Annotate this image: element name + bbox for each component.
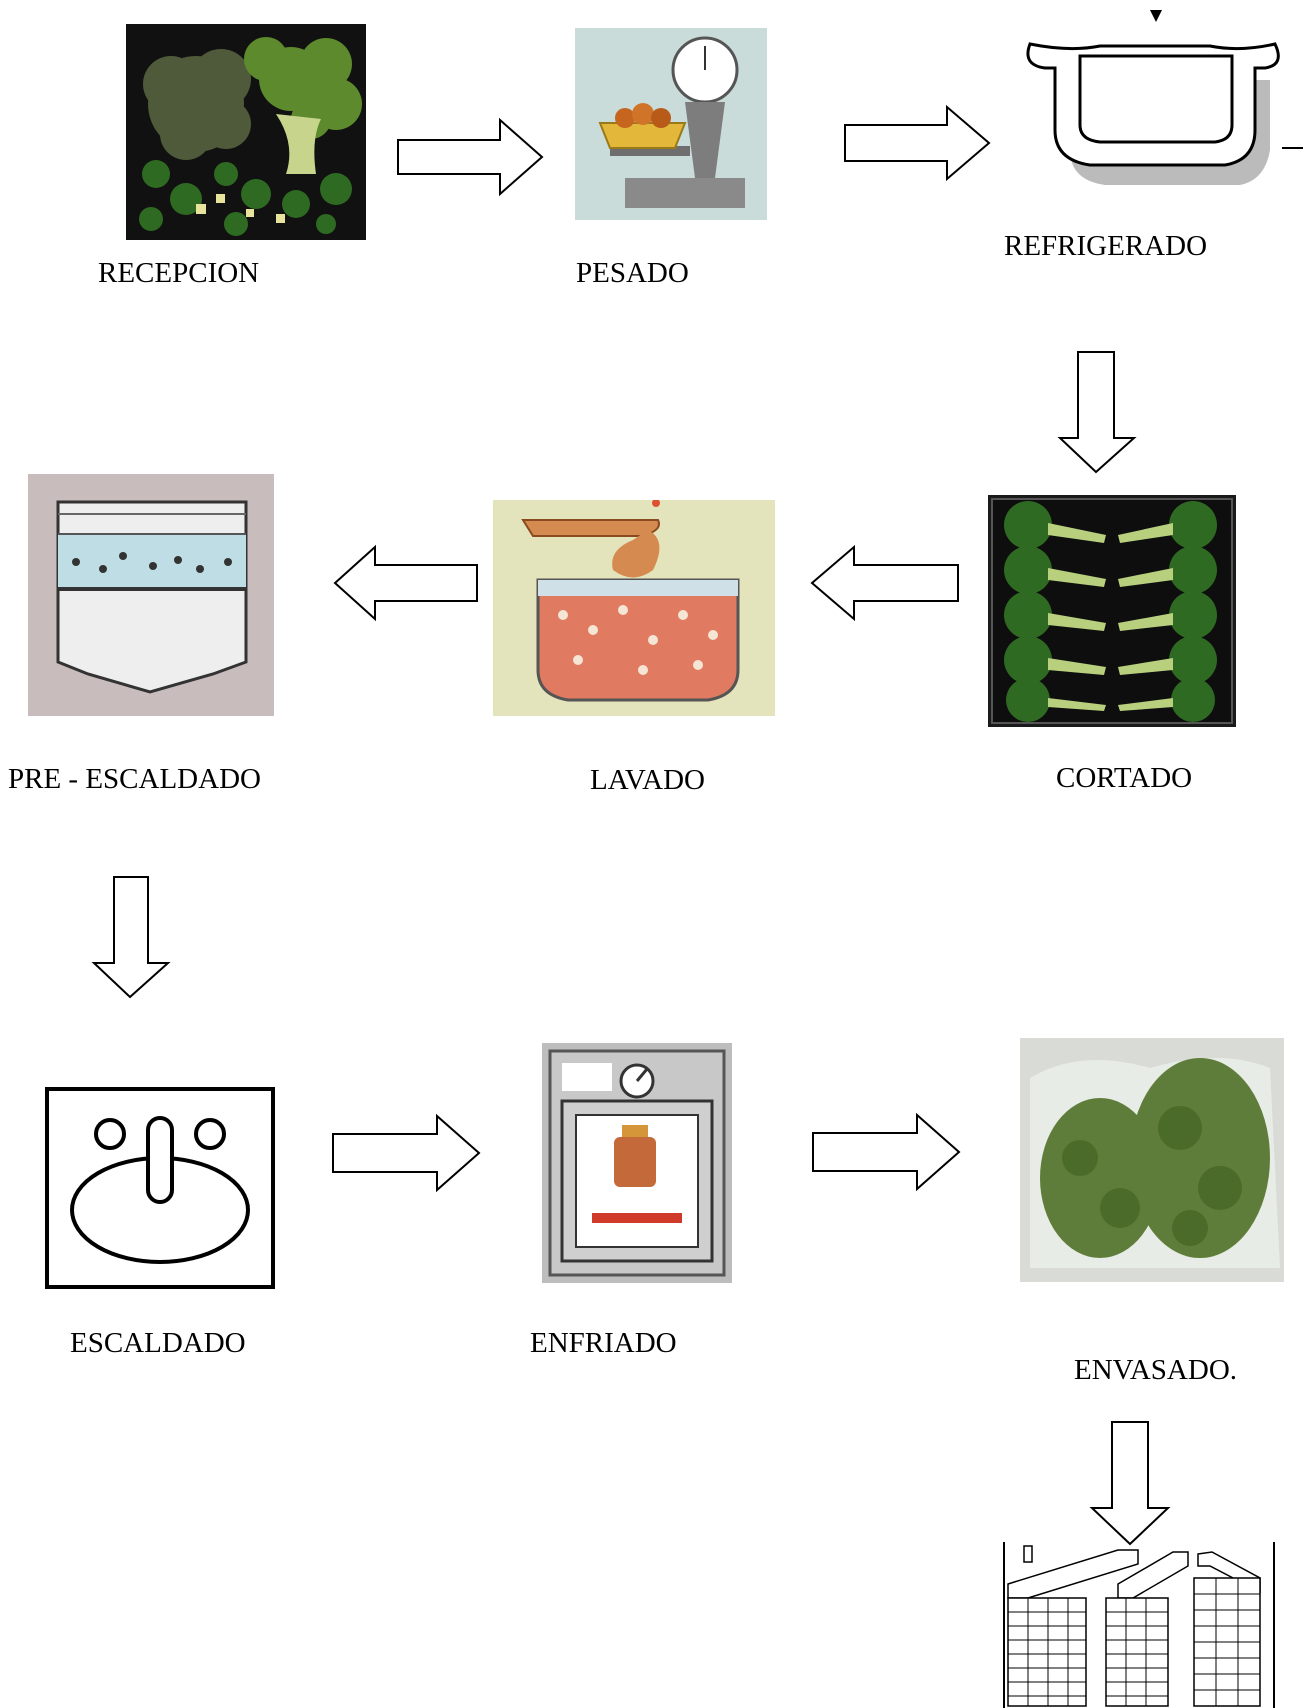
arrow-right-1 xyxy=(396,117,544,197)
arrow-left-2 xyxy=(810,544,960,622)
step-label-pesado: PESADO xyxy=(576,257,689,289)
step-label-enfriado: ENFRIADO xyxy=(530,1327,677,1359)
pre-blanching-tank-icon xyxy=(28,474,274,716)
arrow-down-1 xyxy=(1057,350,1137,474)
step-label-recepcion: RECEPCION xyxy=(98,257,260,289)
bagged-broccoli-photo-icon xyxy=(1020,1038,1284,1282)
cooling-chamber-icon xyxy=(542,1043,732,1283)
weighing-scale-icon xyxy=(575,28,767,220)
refrigeration-tank-icon xyxy=(1026,10,1303,185)
cortado-image xyxy=(988,495,1236,727)
arrow-right-2 xyxy=(843,104,991,182)
blancher-icon xyxy=(45,1087,275,1289)
almacenamiento-image xyxy=(998,1538,1280,1708)
washing-tank-icon xyxy=(493,500,775,716)
arrow-right-3 xyxy=(331,1113,481,1193)
step-label-cortado: CORTADO xyxy=(1056,762,1193,794)
step-label-pre-escaldado: PRE - ESCALDADO xyxy=(8,763,261,795)
arrow-right-4 xyxy=(811,1112,961,1192)
escaldado-image xyxy=(44,1086,276,1290)
arrow-down-2 xyxy=(91,875,171,999)
enfriado-image xyxy=(542,1043,732,1283)
arrow-left-1 xyxy=(333,544,479,622)
cold-storage-warehouse-icon xyxy=(1003,1542,1275,1708)
step-label-escaldado: ESCALDADO xyxy=(70,1327,246,1359)
cut-broccoli-box-icon xyxy=(988,495,1236,727)
pre-escaldado-image xyxy=(28,474,274,716)
step-label-refrigerado: REFRIGERADO xyxy=(1004,230,1208,262)
step-label-lavado: LAVADO xyxy=(590,764,705,796)
refrigerado-image xyxy=(1010,0,1303,200)
lavado-image xyxy=(493,500,775,716)
recepcion-image xyxy=(126,24,366,240)
broccoli-photo-icon xyxy=(126,24,366,240)
pesado-image xyxy=(575,28,767,220)
arrow-down-3 xyxy=(1089,1420,1171,1546)
step-label-envasado: ENVASADO. xyxy=(1074,1354,1238,1386)
envasado-image xyxy=(1020,1038,1284,1282)
